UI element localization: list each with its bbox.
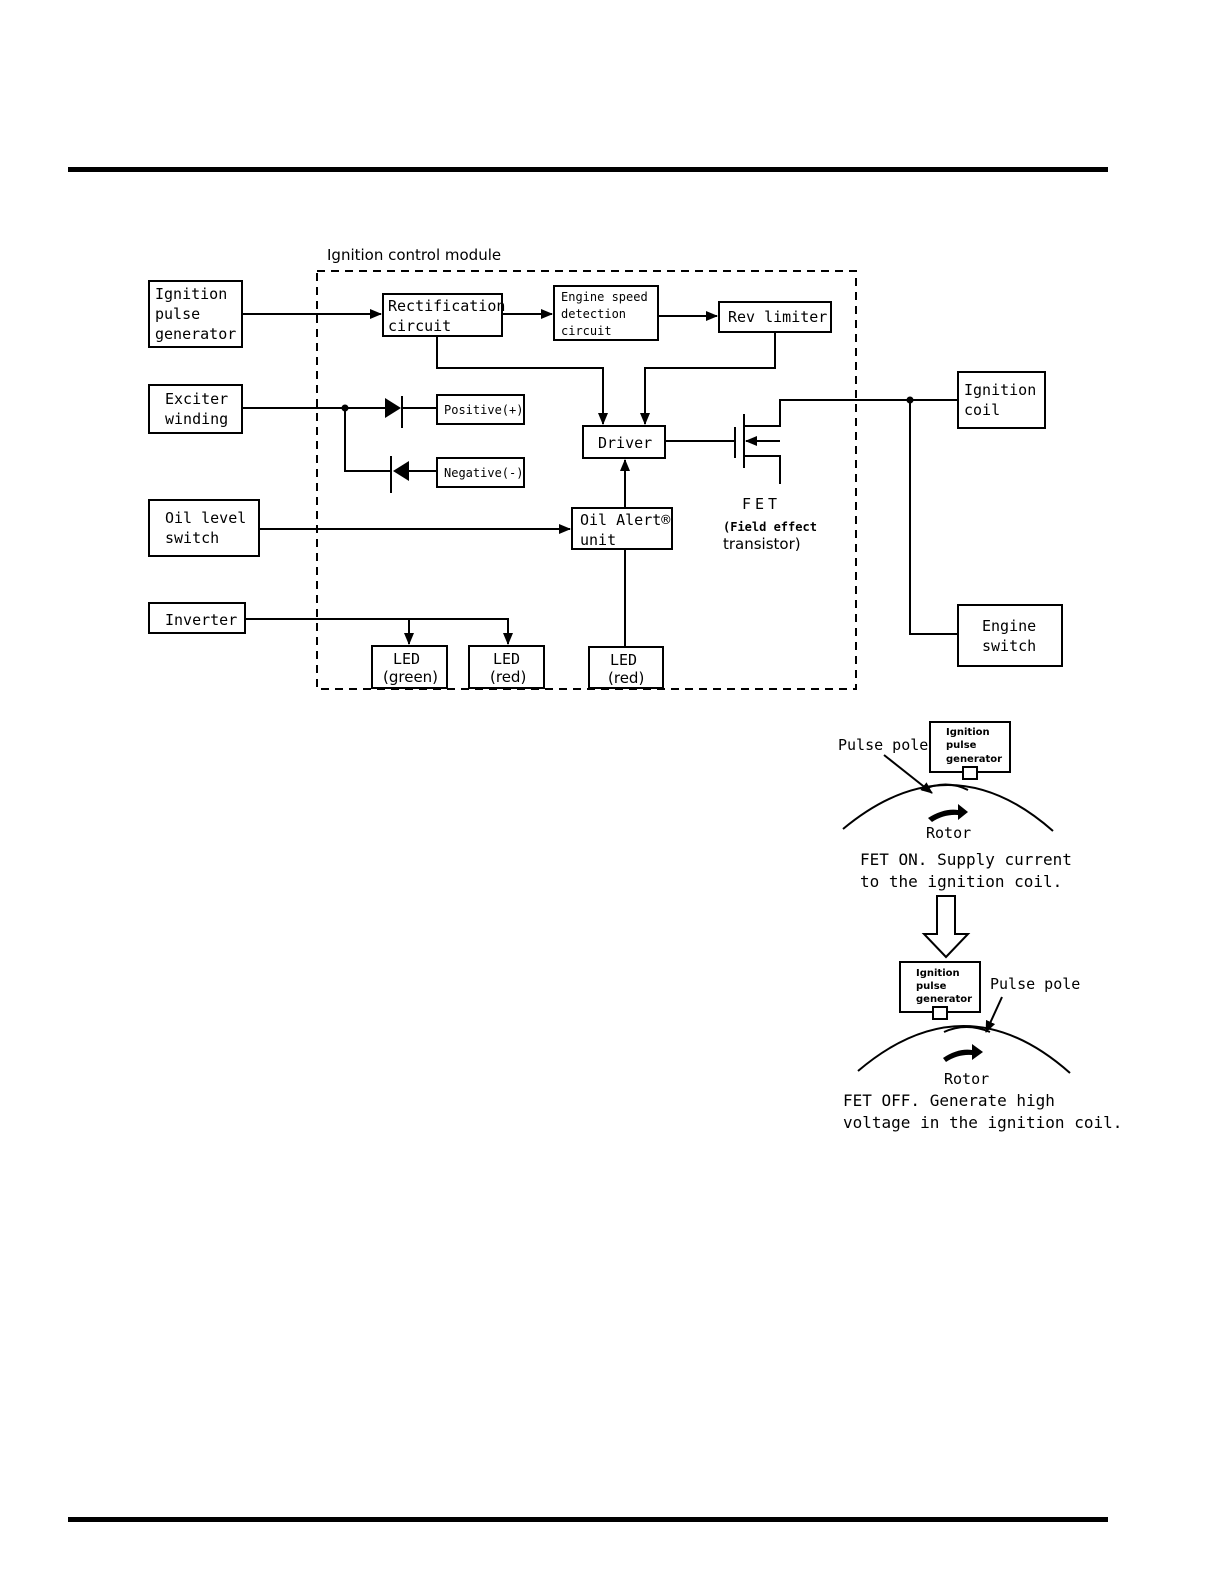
svg-text:Rev limiter: Rev limiter — [728, 308, 827, 326]
fet-symbol-icon — [734, 399, 958, 484]
diode-positive-icon — [385, 396, 403, 428]
svg-text:Ignition: Ignition — [155, 285, 227, 303]
block-oil-level-switch: Oil level switch — [148, 499, 260, 557]
wire-limiter-to-driver — [640, 332, 776, 425]
block-ignition-pulse-generator: Ignition pulse generator — [148, 280, 243, 348]
block-negative: Negative(-) — [436, 457, 525, 488]
svg-text:Driver: Driver — [598, 434, 652, 452]
fet-desc-line1: (Field effect — [723, 520, 817, 534]
pulse-pole-label-bottom: Pulse pole — [990, 975, 1080, 993]
wire-inverter-to-leds — [245, 618, 513, 645]
svg-text:(green): (green) — [383, 668, 438, 686]
svg-text:circuit: circuit — [388, 317, 451, 335]
block-led-green: LED (green) — [371, 645, 448, 689]
svg-text:LED: LED — [610, 651, 637, 669]
block-led-red-2: LED (red) — [588, 646, 664, 689]
svg-text:winding: winding — [165, 410, 228, 428]
svg-text:circuit: circuit — [561, 324, 612, 338]
block-ignition-coil: Ignition coil — [957, 371, 1046, 429]
rotor-label-top: Rotor — [926, 824, 971, 842]
svg-text:LED: LED — [393, 650, 420, 668]
caption-off-line1: FET OFF. Generate high — [843, 1091, 1055, 1110]
fet-label: FET — [742, 495, 781, 513]
svg-text:detection: detection — [561, 307, 626, 321]
svg-text:Oil level: Oil level — [165, 509, 246, 527]
generator-box-top: Ignition pulse generator — [929, 721, 1011, 780]
svg-text:pulse: pulse — [916, 981, 947, 992]
svg-text:unit: unit — [580, 531, 616, 549]
block-exciter-winding: Exciter winding — [148, 384, 243, 434]
diode-negative-icon — [390, 456, 409, 493]
svg-text:pulse: pulse — [946, 740, 977, 751]
caption-on-line1: FET ON. Supply current — [860, 850, 1072, 869]
block-rectification-circuit: Rectification circuit — [382, 293, 505, 337]
rotation-arrow-icon — [928, 804, 968, 822]
block-oil-alert-unit: Oil Alert® unit — [571, 507, 673, 550]
svg-text:Negative(-): Negative(-) — [444, 466, 523, 480]
svg-text:Oil Alert®: Oil Alert® — [580, 511, 671, 529]
rotation-arrow-icon — [943, 1044, 983, 1062]
block-engine-switch: Engine switch — [957, 604, 1063, 667]
svg-text:Ignition: Ignition — [964, 381, 1036, 399]
wire-rectifier-to-driver — [436, 336, 608, 425]
block-driver: Driver — [582, 425, 666, 459]
caption-off-line2: voltage in the ignition coil. — [843, 1113, 1122, 1132]
operation-fet-off: Ignition pulse generator Pulse pole Roto… — [843, 961, 1122, 1132]
svg-text:Engine: Engine — [982, 617, 1036, 635]
svg-text:switch: switch — [982, 637, 1036, 655]
module-boundary — [316, 270, 857, 690]
generator-box-bottom: Ignition pulse generator — [899, 961, 981, 1020]
caption-on-line2: to the ignition coil. — [860, 872, 1062, 891]
block-engine-speed-detection: Engine speed detection circuit — [553, 285, 659, 341]
block-led-red-1: LED (red) — [468, 645, 545, 689]
svg-text:generator: generator — [155, 325, 236, 343]
svg-text:LED: LED — [493, 650, 520, 668]
svg-text:Ignition: Ignition — [916, 968, 960, 979]
svg-text:generator: generator — [916, 994, 972, 1005]
rotor-label-bottom: Rotor — [944, 1070, 989, 1088]
svg-text:switch: switch — [165, 529, 219, 547]
fet-desc-line2: transistor) — [723, 535, 801, 553]
svg-text:(red): (red) — [490, 668, 526, 686]
transition-arrow-icon — [921, 895, 971, 959]
svg-text:Rectification: Rectification — [388, 297, 505, 315]
svg-text:pulse: pulse — [155, 305, 200, 323]
svg-text:generator: generator — [946, 754, 1002, 765]
top-rule — [68, 167, 1108, 172]
svg-text:Ignition: Ignition — [946, 727, 990, 738]
block-positive: Positive(+) — [436, 394, 525, 425]
wire-exciter — [242, 404, 437, 472]
operation-fet-on: Pulse pole Ignition pulse generator Roto… — [838, 721, 1072, 891]
svg-text:coil: coil — [964, 401, 1000, 419]
block-inverter: Inverter — [148, 602, 246, 634]
rotor-arc-bottom — [857, 1025, 1071, 1074]
block-rev-limiter: Rev limiter — [718, 301, 832, 333]
svg-text:Engine speed: Engine speed — [561, 290, 648, 304]
bottom-rule — [68, 1517, 1108, 1522]
wire-coil-to-switch — [906, 396, 958, 635]
pulse-pole-label-top: Pulse pole — [838, 736, 928, 754]
svg-text:Positive(+): Positive(+) — [444, 403, 523, 417]
svg-text:Exciter: Exciter — [165, 390, 228, 408]
svg-text:(red): (red) — [608, 669, 644, 687]
module-title: Ignition control module — [327, 246, 501, 264]
svg-text:Inverter: Inverter — [165, 611, 237, 629]
